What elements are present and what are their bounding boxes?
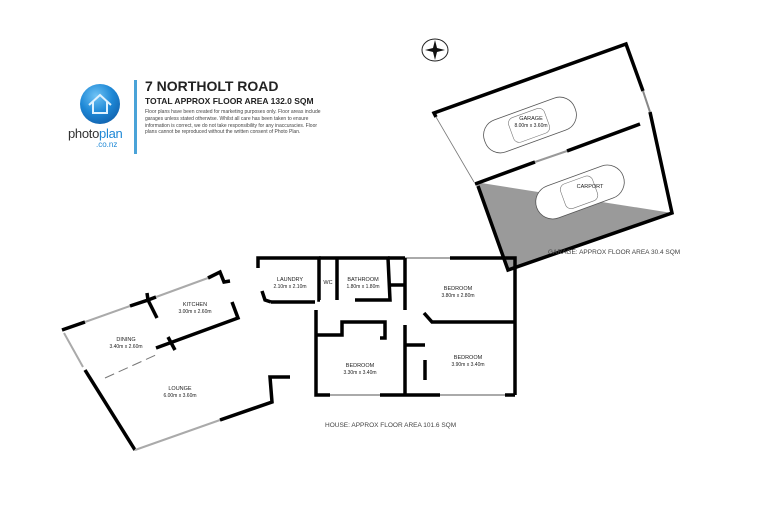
property-title: 7 NORTHOLT ROAD — [145, 78, 279, 94]
listing-header: photoplan .co.nz 7 NORTHOLT ROAD TOTAL A… — [68, 78, 328, 158]
room-name-bedroom-1: BEDROOM — [444, 286, 473, 292]
room-dims-bedroom-3: 3.90m x 3.40m — [451, 362, 484, 368]
header-divider — [134, 80, 137, 154]
compass-rose-icon — [421, 38, 449, 62]
room-name-laundry: LAUNDRY — [277, 277, 304, 283]
garage-plan: GARAGE 8.00m x 3.60m CARPORT — [431, 41, 675, 273]
room-name-kitchen: KITCHEN — [183, 302, 207, 308]
room-dims-bedroom-1: 3.80m x 2.80m — [441, 293, 474, 299]
room-name-wc: WC — [323, 280, 332, 286]
house-area-label: HOUSE: APPROX FLOOR AREA 101.6 SQM — [325, 422, 457, 429]
room-dims-bedroom-2: 3.30m x 3.40m — [343, 370, 376, 376]
room-dims-garage: 8.00m x 3.60m — [514, 123, 547, 129]
room-dims-bathroom: 1.80m x 1.80m — [346, 284, 379, 290]
house-plan — [61, 256, 517, 451]
room-dims-lounge: 6.00m x 3.60m — [163, 393, 196, 399]
total-area: TOTAL APPROX FLOOR AREA 132.0 SQM — [145, 96, 314, 106]
room-dims-laundry: 2.10m x 2.10m — [273, 284, 306, 290]
room-name-bathroom: BATHROOM — [347, 277, 379, 283]
room-name-dining: DINING — [116, 337, 135, 343]
room-name-garage: GARAGE — [519, 116, 543, 122]
house-room-labels: KITCHEN 3.00m x 2.60m DINING 3.40m x 2.6… — [109, 277, 484, 399]
room-name-bedroom-2: BEDROOM — [346, 363, 375, 369]
room-dims-dining: 3.40m x 2.60m — [109, 344, 142, 350]
room-dims-kitchen: 3.00m x 2.60m — [178, 309, 211, 315]
room-name-bedroom-3: BEDROOM — [454, 355, 483, 361]
photoplan-house-logo-icon — [80, 84, 120, 124]
room-name-carport: CARPORT — [577, 184, 604, 190]
logo-domain: .co.nz — [96, 140, 118, 149]
room-name-lounge: LOUNGE — [168, 386, 192, 392]
disclaimer: Floor plans have been created for market… — [145, 109, 321, 136]
garage-area-label: GARAGE: APPROX FLOOR AREA 30.4 SQM — [548, 249, 681, 256]
logo-wordmark: photoplan — [68, 126, 123, 141]
